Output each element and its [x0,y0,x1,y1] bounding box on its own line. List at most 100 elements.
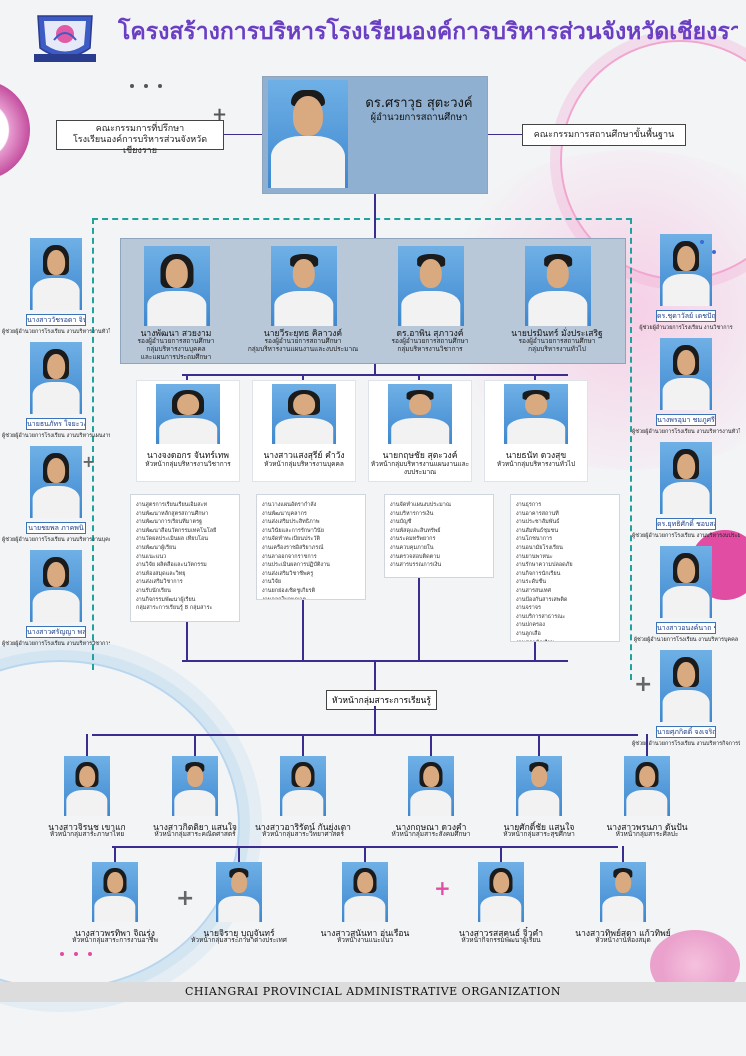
duty-item: งานวางแผนอัตรากำลัง [262,502,317,508]
duty-list: งานสูตรการเรียนเรียนเอิ่มสะทงานพัฒนาหลัก… [130,494,240,622]
learning-head-name: นางสาวพรนภา ดันปัน [606,823,688,833]
learning-head-role: หัวหน้ากลุ่มสาระสุขศึกษา [503,830,575,838]
assistant-name: นางสาวอนงค์นาถ ชอบธรรม [656,622,716,634]
connector-deputies-down [374,364,376,374]
head-name: นางจงดอกร จันทร์เทพ [147,451,229,461]
duty-item: งานกิจการนักเรียน [516,570,561,577]
duty-item: งานตรวจสอบติดตาม [390,553,440,560]
duty-item: งานพัฒนาสื่อนวัตกรรมเทคโนโลยี [136,527,217,534]
duty-item: งานธุรการ [516,502,542,508]
connector-duty [302,600,304,660]
basic-committee-label: คณะกรรมการสถานศึกษาขั้นพื้นฐาน [533,130,675,140]
head-name: นายธนัท ดวงสุข [505,451,567,461]
connector-head [302,374,304,380]
learning-head-photo [172,756,218,816]
connector-learning [194,734,196,756]
duty-item: งานจราจร [516,605,541,612]
duty-item: งานพัสดุและสินทรัพย์ [390,527,441,534]
duty-item: งานอาคารสถานที่ [516,510,559,517]
learning-head-name: นางสาวจิรนุช เขาแก [48,823,126,833]
assistant-name: นางสาวศรัญญา พลอยวัฒกุล [26,626,86,638]
learning-head-role: หัวหน้ากลุ่มสาระศิลปะ [615,830,679,838]
assistant-role: ผู้ช่วยผู้อำนวยการโรงเรียน งานบริหารงานบ… [2,537,110,543]
learning-head-role: หัวหน้ากลุ่มสาระภาษาไทย [49,830,125,838]
duty-item: งานห้องสมุดและวิทยุ [136,570,186,577]
plus-decoration-icon: + [82,452,96,471]
learning-head-photo [92,862,138,922]
duty-item: งานควบคุมภายใน [390,544,434,551]
connector-duty [418,578,420,660]
learning-head-photo [624,756,670,816]
dot-decoration [130,84,134,88]
duty-item: งานบริการสาธารณะ [516,613,566,620]
director-photo [268,80,348,188]
dashed-frame-top [92,218,632,220]
learning-head-role: หัวหน้ากลุ่มสาระสังคมศึกษา [391,830,471,838]
duty-item: งานวัดผลประเมินผล เทียบโอน [136,536,209,543]
page-title: โครงสร้างการบริหารโรงเรียนองค์การบริหารส… [118,19,738,45]
duty-item: งานยานพาหนะ [516,553,553,560]
learning-head-photo [216,862,262,922]
deputy-role: รองผู้อำนวยการสถานศึกษา [264,337,342,345]
duty-item: งานวิจัย ผลิตสื่อและนวัตกรรม [136,562,207,569]
connector-heads-bar [182,374,568,376]
duty-list: งานวางแผนอัตรากำลังงานพัฒนาบุคลากรงานส่ง… [256,494,366,600]
duty-item: งานพัฒนาบุคลากร [262,510,307,517]
duty-item: งานป้องกันสารเสพติด [516,596,568,603]
head-photo [504,384,568,444]
head-photo [388,384,452,444]
duty-item: งานจัดทำทะเบียนประวัติ [262,536,321,543]
learning-head-role: หัวหน้ากลุ่มสาระวิทยาศาสตร์ [262,830,344,838]
duty-item: งานสัมพันธ์ชุมชน [516,527,559,534]
connector-learning [114,846,116,862]
learning-head-role: หัวหน้ากิจกรรมพัฒนาผู้เรียน [461,936,541,944]
deputy-group: กลุ่มบริหารงานบุคคล [146,345,206,353]
footer-banner: CHIANGRAI PROVINCIAL ADMINISTRATIVE ORGA… [0,982,746,1002]
duty-item: งานส่งเสริมประสิทธิภาพ [262,519,320,526]
assistant-role: ผู้ช่วยผู้อำนวยการโรงเรียน งานบริหารงบปร… [632,533,740,539]
assistant-name: นางสาววัชรอดา จินตะ [26,314,86,326]
dot-decoration [144,84,148,88]
advisory-committee-box: คณะกรรมการที่ปรึกษา โรงเรียนองค์การบริหา… [56,120,224,156]
duty-item: กลุ่มสาระการเรียนรู้ 8 กลุ่มสาระ [136,605,213,612]
dot-decoration [74,952,78,956]
duty-item: งานระดับชั้น [516,579,546,586]
learning-head-role: หัวหน้ากลุ่มสาระคณิตศาสตร์ [154,830,236,838]
duty-list: งานจัดทำแผนงบประมาณงานบริหารการเงินงานบั… [384,494,494,578]
assistant-role: ผู้ช่วยผู้อำนวยการโรงเรียน งานบริหารวิชา… [2,641,110,647]
deputy-photo [271,246,337,326]
duty-item: งานบัญชี [390,519,412,526]
plus-decoration-icon: + [212,104,228,125]
assistant-photo [30,550,82,622]
dashed-right-vertical [630,218,632,680]
basic-committee-box: คณะกรรมการสถานศึกษาขั้นพื้นฐาน [522,124,686,146]
duty-item: งานลูกเสือ [516,630,541,637]
deputy-name: นายวีระยุทธ คิลาวงค์ [263,329,343,339]
learning-head-name: นายศักดิ์ชัย แสนใจ [503,823,575,833]
connector-head [418,374,420,380]
duty-item: งานประชาสัมพันธ์ [516,519,560,526]
head-role: หัวหน้ากลุ่มบริหารงานแผนงานและงบประมาณ [370,460,470,476]
duty-item: งานรับนักเรียน [136,587,171,594]
learning-head-photo [600,862,646,922]
deputy-photo [525,246,591,326]
dot-decoration [712,250,716,254]
deputy-role: รองผู้อำนวยการสถานศึกษา [137,337,215,345]
head-role: หัวหน้ากลุ่มบริหารงานวิชาการ [145,460,231,468]
learning-head-role: หัวหน้างานห้องสมุด [595,936,651,944]
bg-pink-circle [0,80,30,180]
dashed-left-vertical [92,218,94,670]
duty-item: งานวิจัย [262,579,282,586]
advisory-committee-line2: โรงเรียนองค์การบริหารส่วนจังหวัดเชียงราย [72,135,208,156]
connector-duties-down [374,660,376,690]
connector-head [186,374,188,380]
duty-list: งานธุรการงานอาคารสถานที่งานประชาสัมพันธ์… [510,494,620,642]
duty-item: งานจัดทำแผนงบประมาณ [390,502,451,508]
deputy-name: นายปรมินทร์ มั่งประเสริฐ [511,329,603,339]
duty-item: งานพัฒนาหลักสูตรสถานศึกษา [136,510,209,517]
dot-decoration [60,952,64,956]
duty-item: งานกิจกรรมพัฒนาผู้เรียน [136,596,196,603]
connector-learning [238,846,240,862]
plus-decoration-icon: + [634,672,653,697]
connector-head [534,374,536,380]
